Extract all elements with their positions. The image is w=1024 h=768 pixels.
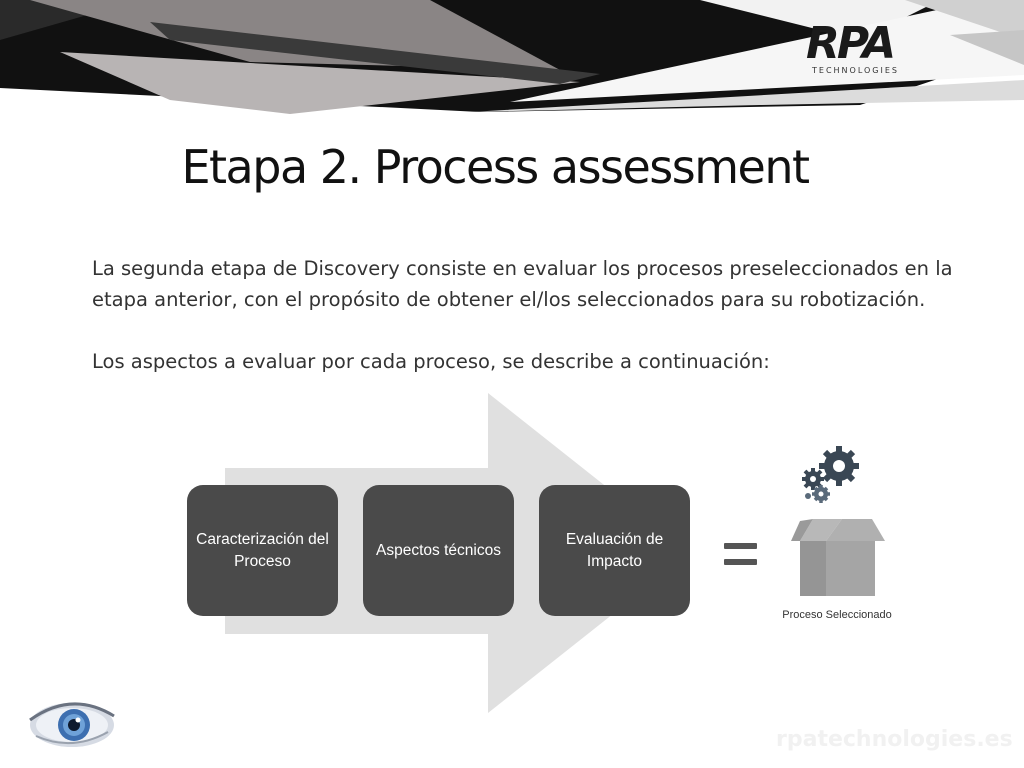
step-label: Evaluación de Impacto — [565, 530, 664, 570]
step-label: Caracterización del Proceso — [196, 530, 329, 570]
result-label: Proceso Seleccionado — [782, 609, 892, 621]
step-box-caracterizacion: Caracterización del Proceso — [187, 485, 338, 616]
slide-body: La segunda etapa de Discovery consiste e… — [92, 253, 962, 377]
rpa-logo-subtext: TECHNOLOGIES — [812, 66, 899, 75]
rpa-logo: RPA — [806, 18, 896, 69]
intro-paragraph: La segunda etapa de Discovery consiste e… — [92, 257, 953, 311]
equals-icon — [724, 543, 757, 565]
step-label: Aspectos técnicos — [376, 541, 501, 559]
website-watermark: rpatechnologies.es — [776, 727, 1013, 752]
slide-title: Etapa 2. Process assessment — [181, 140, 810, 194]
step-box-evaluacion: Evaluación de Impacto — [539, 485, 690, 616]
header-banner — [0, 0, 1024, 114]
aspects-paragraph: Los aspectos a evaluar por cada proceso,… — [92, 350, 770, 373]
step-box-aspectos: Aspectos técnicos — [363, 485, 514, 616]
